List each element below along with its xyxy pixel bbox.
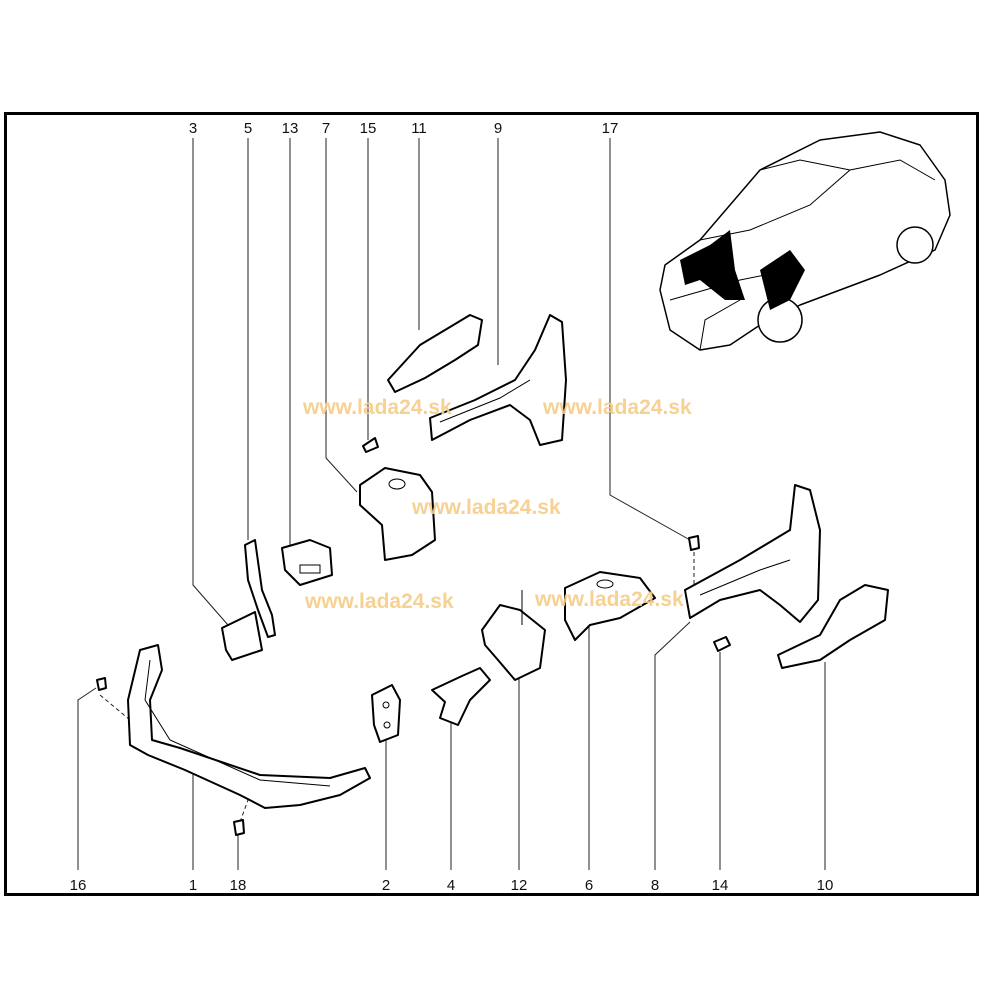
part-11-upper-rail-left[interactable] (387, 314, 483, 393)
diagram-frame (4, 112, 979, 896)
callout-7: 7 (322, 120, 330, 137)
part-2-bracket[interactable] (371, 684, 401, 743)
car-location-illustration (659, 131, 951, 351)
part-5-side-member[interactable] (244, 539, 276, 638)
part-8-fender-apron-right[interactable] (684, 484, 821, 623)
callout-3: 3 (189, 120, 197, 137)
watermark-text: www.lada24.sk (542, 396, 692, 419)
top-callouts: 3 5 13 7 15 11 9 17 (189, 120, 619, 137)
callout-17: 17 (602, 120, 619, 137)
callout-14: 14 (712, 877, 729, 894)
part-16-bolt[interactable] (96, 677, 107, 691)
part-12-battery-tray[interactable] (481, 590, 546, 681)
callout-1: 1 (189, 877, 197, 894)
callout-15: 15 (360, 120, 377, 137)
part-17-bolt[interactable] (688, 535, 700, 551)
part-14-clip[interactable] (713, 636, 731, 652)
part-3-bracket[interactable] (221, 611, 263, 661)
callout-11: 11 (411, 120, 427, 137)
leader-lines (77, 138, 826, 870)
watermark-text: www.lada24.sk (534, 588, 684, 611)
part-9-fender-apron-left[interactable] (429, 314, 567, 446)
watermark-text: www.lada24.sk (304, 590, 454, 613)
callout-8: 8 (651, 877, 659, 894)
callout-5: 5 (244, 120, 252, 137)
bottom-callouts: 16 1 18 2 4 12 6 8 14 10 (70, 877, 834, 894)
callout-13: 13 (282, 120, 299, 137)
callout-18: 18 (230, 877, 247, 894)
part-7-wheel-arch-left[interactable] (359, 467, 436, 561)
part-18-bolt[interactable] (233, 819, 245, 836)
watermark-text: www.lada24.sk (302, 396, 452, 419)
callout-9: 9 (494, 120, 502, 137)
part-10-upper-rail-right[interactable] (777, 584, 889, 669)
callout-12: 12 (511, 877, 528, 894)
part-4-bracket[interactable] (431, 667, 491, 726)
watermarks: www.lada24.sk www.lada24.sk www.lada24.s… (302, 396, 692, 613)
callout-2: 2 (382, 877, 390, 894)
part-13-bracket[interactable] (281, 539, 333, 586)
watermark-text: www.lada24.sk (411, 496, 561, 519)
part-6-wheel-arch-right[interactable] (564, 571, 656, 641)
callout-16: 16 (70, 877, 87, 894)
part-15-clip[interactable] (362, 437, 379, 453)
part-1-front-cross-member[interactable] (127, 644, 371, 809)
callout-6: 6 (585, 877, 593, 894)
callout-4: 4 (447, 877, 455, 894)
callout-10: 10 (817, 877, 834, 894)
